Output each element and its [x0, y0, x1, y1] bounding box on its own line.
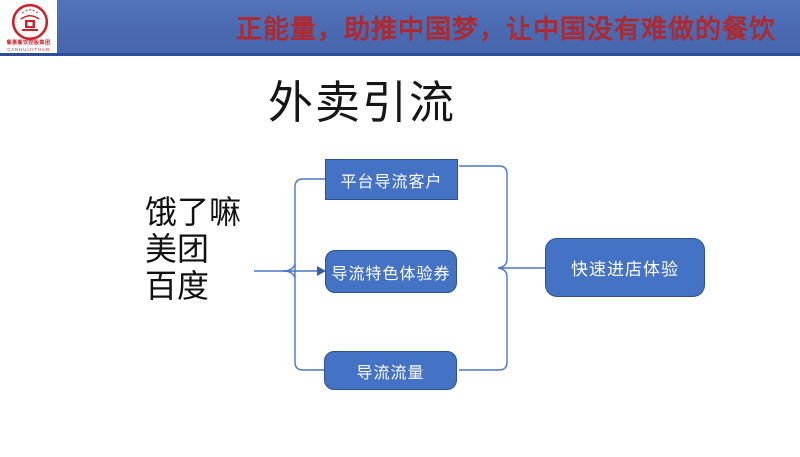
logo-panel: 餐惠餐饮控股集团 CANHUIJITUAN — [0, 0, 57, 53]
flow-box-label: 导流流量 — [356, 364, 425, 382]
company-seal-icon — [11, 3, 49, 41]
header-underline — [0, 53, 800, 56]
source-platform-baidu: 百度 — [145, 268, 210, 304]
header-bar — [57, 0, 800, 53]
flow-box-label: 快速进店体验 — [571, 260, 679, 279]
page-title: 外卖引流 — [268, 78, 457, 128]
flow-box-coupon: 导流特色体验券 — [325, 250, 457, 293]
source-platform-list: 饿了嘛 美团 百度 — [145, 194, 241, 305]
header-banner: 餐惠餐饮控股集团 CANHUIJITUAN 正能量，助推中国梦，让中国没有难做的… — [0, 0, 800, 56]
right-bracket-top — [459, 165, 508, 269]
source-platform-meituan: 美团 — [145, 231, 210, 267]
right-bracket-bottom — [459, 267, 508, 371]
flow-box-traffic: 导流流量 — [324, 351, 457, 390]
fork-curve-up — [282, 263, 296, 272]
flow-box-label: 导流特色体验券 — [331, 265, 451, 283]
header-slogan: 正能量，助推中国梦，让中国没有难做的餐饮 — [235, 15, 776, 44]
logo-cn-text: 餐惠餐饮控股集团 — [6, 40, 51, 46]
flow-box-result: 快速进店体验 — [545, 238, 705, 297]
fork-curve-down — [282, 270, 296, 279]
flow-box-label: 平台导流客户 — [340, 173, 443, 191]
left-bracket-connector — [294, 178, 325, 371]
flow-box-platform-customers: 平台导流客户 — [325, 159, 458, 200]
logo-en-text: CANHUIJITUAN — [7, 47, 50, 52]
source-platform-eleme: 饿了嘛 — [145, 194, 242, 230]
